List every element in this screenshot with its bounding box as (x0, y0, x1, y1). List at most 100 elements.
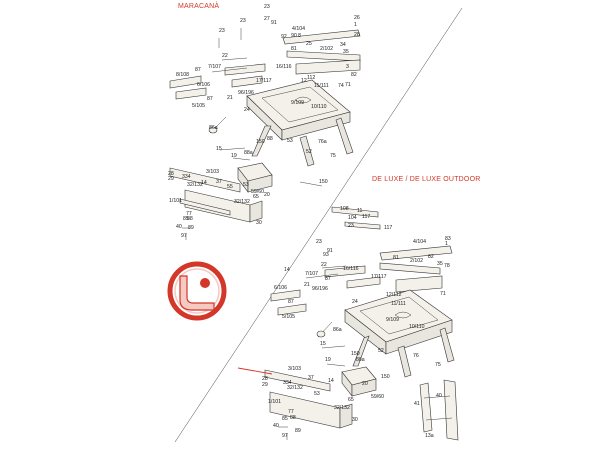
deluxe-callout-label: 96/196 (312, 286, 328, 292)
deluxe-callout-label: 117 (384, 225, 392, 231)
deluxe-callout-label: 5/105 (282, 314, 295, 320)
deluxe-callout-label: 9/109 (386, 317, 399, 323)
section-divider (174, 7, 463, 443)
dl-top-rail (379, 245, 453, 261)
deluxe-callout-label: 71 (440, 291, 446, 297)
deluxe-callout-label: 11 (357, 208, 362, 214)
maracana-callout-label: 53 (287, 138, 293, 144)
deluxe-callout-label: 28 (262, 376, 268, 382)
maracana-callout-label: 90 (291, 33, 297, 39)
panel-1-101 (179, 198, 231, 216)
maracana-callout-label: 22 (222, 53, 228, 59)
deluxe-callout-label: 65 (348, 397, 354, 403)
deluxe-callout-label: 20 (362, 381, 368, 387)
maracana-callout-label: 2/102 (320, 46, 333, 52)
deluxe-callout-label: 88 (290, 415, 296, 421)
maracana-callout-label: 87 (195, 67, 201, 73)
maracana-callout-label: 21 (227, 95, 233, 101)
maracana-callout-label: 26 (354, 15, 360, 21)
maracana-callout-label: 28 (168, 171, 174, 177)
deluxe-callout-label: 32/132 (287, 385, 303, 391)
dl-rail-108 (331, 206, 379, 218)
outdoor-bracket (419, 382, 433, 433)
maracana-callout-label: 1/101 (169, 198, 182, 204)
dl-playfield-inner (359, 296, 439, 335)
deluxe-callout-label: 108 (340, 206, 349, 212)
deluxe-callout-label: 117 (362, 214, 370, 220)
maracana-callout-label: 75 (330, 153, 336, 159)
deluxe-callout-label: 87 (325, 276, 331, 282)
deluxe-callout-label: 17/117 (371, 274, 387, 280)
playfield-inner (261, 86, 339, 123)
dl-panel-6 (270, 289, 301, 302)
dl-rod-19 (326, 363, 346, 367)
maracana-callout-label: 89 (188, 225, 194, 231)
maracana-callout-label: 19 (231, 153, 237, 159)
end-panel-8 (169, 75, 202, 89)
deluxe-callout-label: 13a (425, 433, 434, 439)
deluxe-callout-label: 14 (328, 378, 334, 384)
maracana-callout-label: 28 (354, 32, 360, 38)
deluxe-callout-label: 104 (348, 215, 357, 221)
dl-front-panel-3 (264, 369, 331, 392)
maracana-callout-label: 4/104 (292, 26, 305, 32)
maracana-callout-label: 91 (271, 20, 277, 26)
deluxe-callout-label: 53 (314, 391, 320, 397)
deluxe-callout-label: 334 (283, 380, 292, 386)
deluxe-callout-label: 10/110 (409, 324, 425, 330)
logo-mark (179, 275, 215, 311)
deluxe-callout-label: 85 (282, 416, 288, 422)
maracana-callout-label: 88a (244, 150, 253, 156)
maracana-callout-label: 12 (301, 78, 307, 84)
deluxe-callout-label: 30 (352, 417, 358, 423)
maracana-callout-label: 55 (227, 184, 233, 190)
maracana-callout-label: 334 (182, 174, 191, 180)
deluxe-callout-label: 1 (445, 241, 448, 247)
deluxe-callout-label: 29 (262, 382, 268, 388)
dl-playfield-mark (394, 311, 412, 319)
maracana-callout-label: 96/196 (238, 90, 254, 96)
deluxe-callout-label: 14 (284, 267, 290, 273)
goal-box-150-side (247, 174, 273, 193)
logo-ring-inner (174, 268, 220, 314)
section-title-deluxe: DE LUXE / DE LUXE OUTDOOR (372, 176, 481, 183)
maracana-callout-label: 76a (318, 139, 327, 145)
dl-leg-right (439, 327, 455, 363)
maracana-callout-label: 32/132 (234, 199, 250, 205)
dl-leg-mid (397, 345, 412, 378)
deluxe-callout-label: 4/104 (413, 239, 426, 245)
maracana-callout-label: 37 (216, 179, 222, 185)
maracana-callout-label: 23 (264, 4, 270, 10)
maracana-callout-label: 82 (351, 72, 357, 78)
top-rail (282, 29, 361, 45)
maracana-callout-label: 20 (264, 192, 270, 198)
dl-playfield-front (385, 319, 453, 355)
maracana-callout-label: 27 (264, 16, 270, 22)
maracana-callout-label: 35 (343, 49, 349, 55)
goal-box-16 (224, 63, 266, 76)
deluxe-callout-label: 40 (273, 423, 279, 429)
maracana-callout-label: 97 (181, 233, 187, 239)
deluxe-callout-label: 91 (327, 248, 333, 254)
maracana-callout-label: 65 (253, 194, 259, 200)
dl-side-rail (395, 275, 443, 293)
dl-rod-7 (305, 273, 339, 279)
deluxe-callout-label: 23 (316, 239, 322, 245)
deluxe-callout-label: 21 (304, 282, 310, 288)
deluxe-callout-label: 7/107 (305, 271, 318, 277)
deluxe-callout-label: 89 (295, 428, 301, 434)
maracana-callout-label: 52 (306, 149, 312, 155)
rod-19 (232, 157, 251, 161)
maracana-callout-label: 11/111 (314, 83, 329, 89)
leg-front-left (251, 125, 272, 157)
maracana-callout-label: 88 (187, 216, 193, 222)
deluxe-callout-label: 16/116 (343, 266, 359, 272)
maracana-callout-label: 34 (340, 42, 346, 48)
dl-rod-15 (321, 345, 346, 349)
dl-top-rail-2 (379, 262, 441, 275)
deluxe-callout-label: 93 (323, 252, 329, 258)
deluxe-callout-label: 12/112 (386, 292, 402, 298)
maracana-callout-label: 86a (209, 125, 218, 131)
